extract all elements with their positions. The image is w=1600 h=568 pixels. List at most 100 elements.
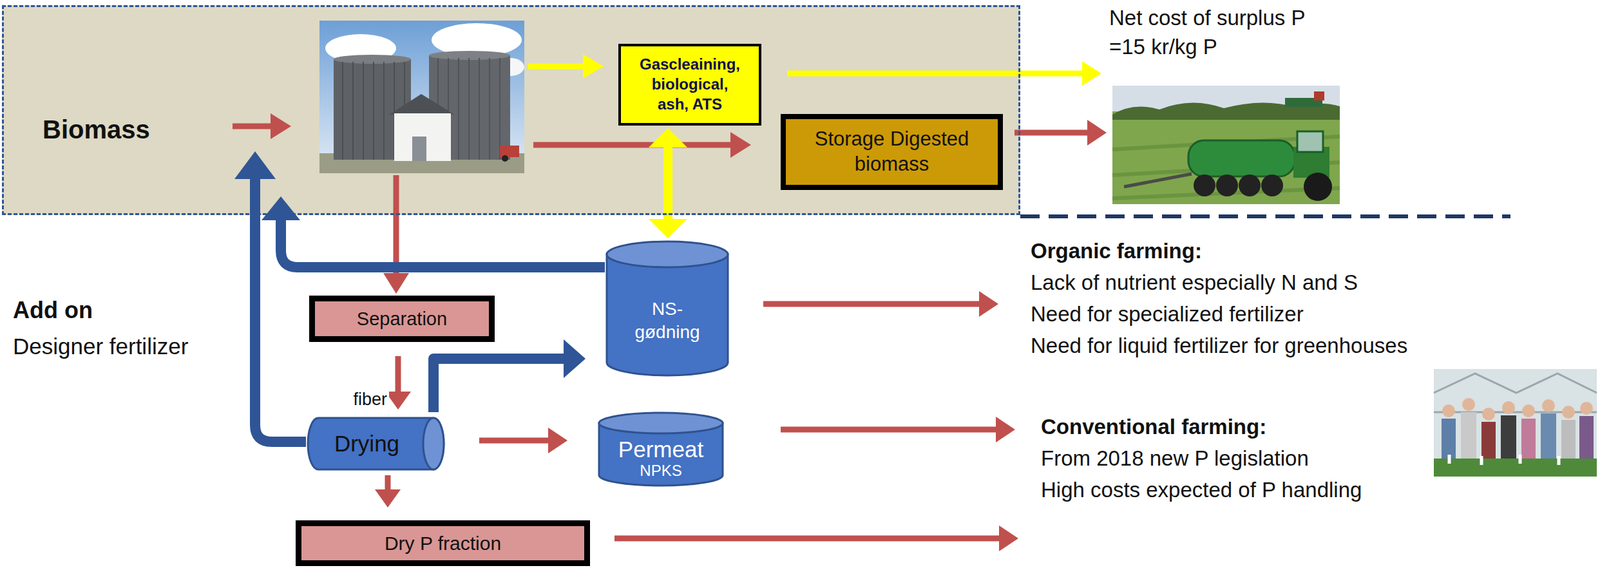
arrow-head (261, 196, 301, 221)
connector-line (763, 301, 981, 308)
note-line: Need for liquid fertilizer for greenhous… (1030, 329, 1534, 362)
connector-line (395, 356, 402, 393)
note-line: Need for specialized fertilizer (1030, 298, 1534, 330)
arrow-line (232, 123, 272, 130)
person (1561, 419, 1576, 464)
market-note: Conventional farming:From 2018 new P leg… (1040, 410, 1428, 506)
arrow-head (270, 113, 292, 140)
fertilizer-tank: NS-gødning (604, 239, 730, 378)
arrow-head (995, 416, 1016, 443)
arrow-head (648, 128, 688, 148)
storage-box: Storage Digested biomass (780, 114, 1003, 191)
connector-line (479, 438, 550, 444)
head (1542, 399, 1555, 413)
arrow-line (393, 175, 400, 275)
arrow-head (374, 489, 401, 508)
connector-arrow (385, 356, 411, 410)
product-box: Dry P fraction (295, 520, 591, 567)
connector-arrow (648, 128, 688, 239)
connector-line (780, 427, 998, 433)
node-text: Storage Digested biomass (796, 126, 988, 178)
drum-end (423, 418, 444, 470)
connector-arrow (374, 475, 401, 508)
recycle-line (255, 178, 306, 442)
greenhouse-photo (1433, 369, 1597, 477)
node-text: Drying (334, 430, 400, 458)
edge-label: fiber (351, 389, 390, 410)
person (1540, 413, 1557, 464)
plants (1433, 458, 1597, 477)
connector-arrow (787, 61, 1102, 86)
process-box: Gascleaining, biological, ash, ATS (618, 43, 762, 126)
wheel (1303, 172, 1333, 201)
arrow-head (548, 427, 568, 454)
band-ground (1, 5, 1021, 216)
arrow-head (385, 391, 411, 410)
tractor-cab (1297, 131, 1324, 153)
building-roof (389, 94, 455, 115)
arrow-head (563, 339, 586, 379)
arrow-line (533, 142, 732, 149)
arrow-head (999, 525, 1019, 552)
connector-line (385, 475, 391, 491)
connector-line (1014, 130, 1089, 136)
plant-region: Biomass Gascleaining, biological, ash, AT… (1, 5, 1021, 216)
side-label: Add on (12, 296, 93, 324)
node-text: Dry P fraction (384, 532, 502, 556)
connector-arrow (780, 416, 1016, 443)
arrow-head (234, 151, 276, 180)
connector-arrow (479, 427, 568, 454)
connector-line (614, 535, 1001, 542)
truck-wheel (501, 155, 509, 162)
silo-top (333, 54, 411, 64)
person (1460, 412, 1477, 464)
far-tractor (1314, 91, 1325, 101)
photo-ground (1433, 369, 1597, 477)
dashed-divider (1020, 214, 1511, 219)
building (394, 113, 451, 162)
dryer-drum: Drying (305, 416, 446, 472)
biogas-plant-photo (319, 20, 525, 174)
building-door (412, 136, 427, 162)
note-line: From 2018 new P legislation (1040, 442, 1428, 475)
fertilizer-tank: PermeatNPKS (597, 410, 725, 488)
person (1579, 416, 1594, 464)
arrow-line (528, 63, 585, 70)
tank-top (606, 241, 728, 268)
node-text: Gascleaining, biological, ash, ATS (635, 54, 744, 115)
photo-sky (319, 20, 525, 174)
arrow-head (730, 132, 752, 158)
node-text: Permeat (618, 437, 704, 463)
wheel (1216, 174, 1239, 197)
arrow-head (1087, 119, 1107, 146)
connector-line (787, 70, 1084, 77)
tank-top (599, 412, 723, 434)
note-line: High costs expected of P handling (1040, 474, 1428, 506)
arrow-head (383, 273, 410, 294)
truck (499, 145, 520, 158)
region-title: Biomass (42, 114, 151, 145)
head (1462, 398, 1476, 411)
greenhouse-roof (1433, 373, 1597, 413)
arrow-head (979, 291, 999, 317)
wheel (1238, 174, 1261, 197)
node-text: Net cost of surplus P =15 kr/kg P (1109, 3, 1329, 62)
photo-field (1112, 85, 1340, 205)
flow-arrows (232, 54, 752, 442)
connector-arrow (1014, 119, 1107, 146)
head (1502, 401, 1515, 415)
node-text: Separation (356, 307, 448, 331)
person (1521, 418, 1536, 464)
drum-body (307, 418, 444, 470)
head (1580, 401, 1593, 415)
note-line: Lack of nutrient especially N and S (1030, 266, 1534, 299)
connector-arrow (763, 291, 999, 317)
note-heading: Organic farming: (1030, 235, 1534, 267)
head (1482, 407, 1496, 421)
plant-labels (1449, 454, 1559, 466)
head (1561, 405, 1575, 419)
side-label: Designer fertilizer (12, 333, 189, 361)
connector-arrow (433, 339, 586, 413)
field-spreading-photo (1112, 85, 1340, 205)
